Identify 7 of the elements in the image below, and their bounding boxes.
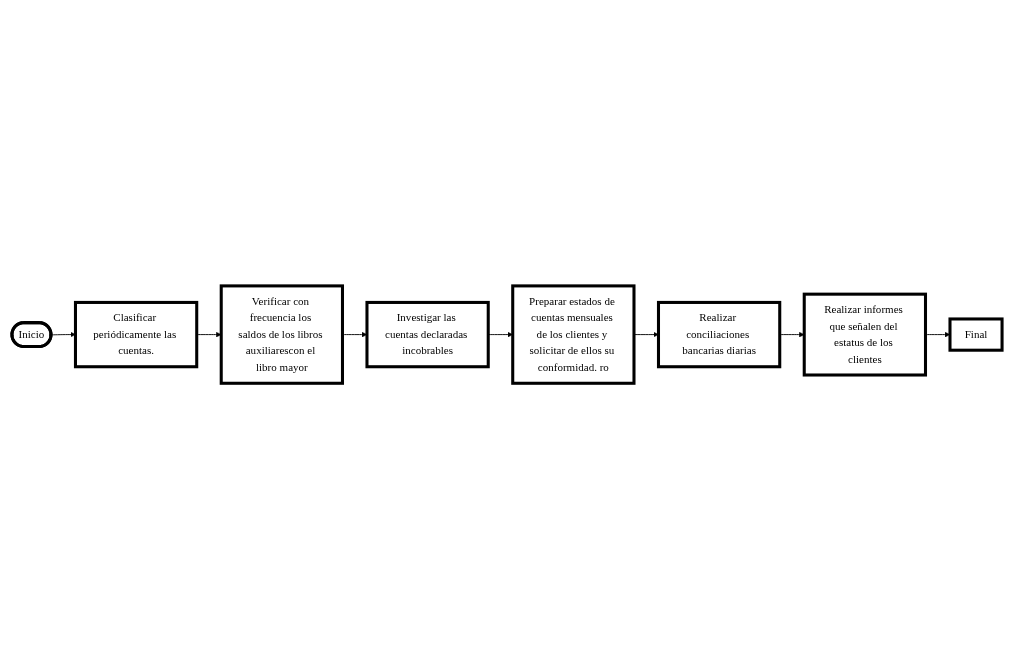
- node-box: Clasificar periódicamente las cuentas.: [73, 301, 198, 369]
- node-box: Final: [947, 317, 1004, 353]
- node-box: Realizar conciliaciones bancarias diarias: [656, 301, 781, 369]
- node-box: Preparar estados de cuentas mensuales de los clientes y solicitar de ellos su conformidad. ro: [510, 284, 635, 386]
- node-box: Verificar con frecuencia los saldos de los libros auxiliarescon el libro mayor: [219, 284, 344, 386]
- node-box: Realizar informes que señalen del estatus de los clientes: [802, 293, 927, 377]
- node-box: Investigar las cuentas declaradas incobrables: [364, 301, 490, 369]
